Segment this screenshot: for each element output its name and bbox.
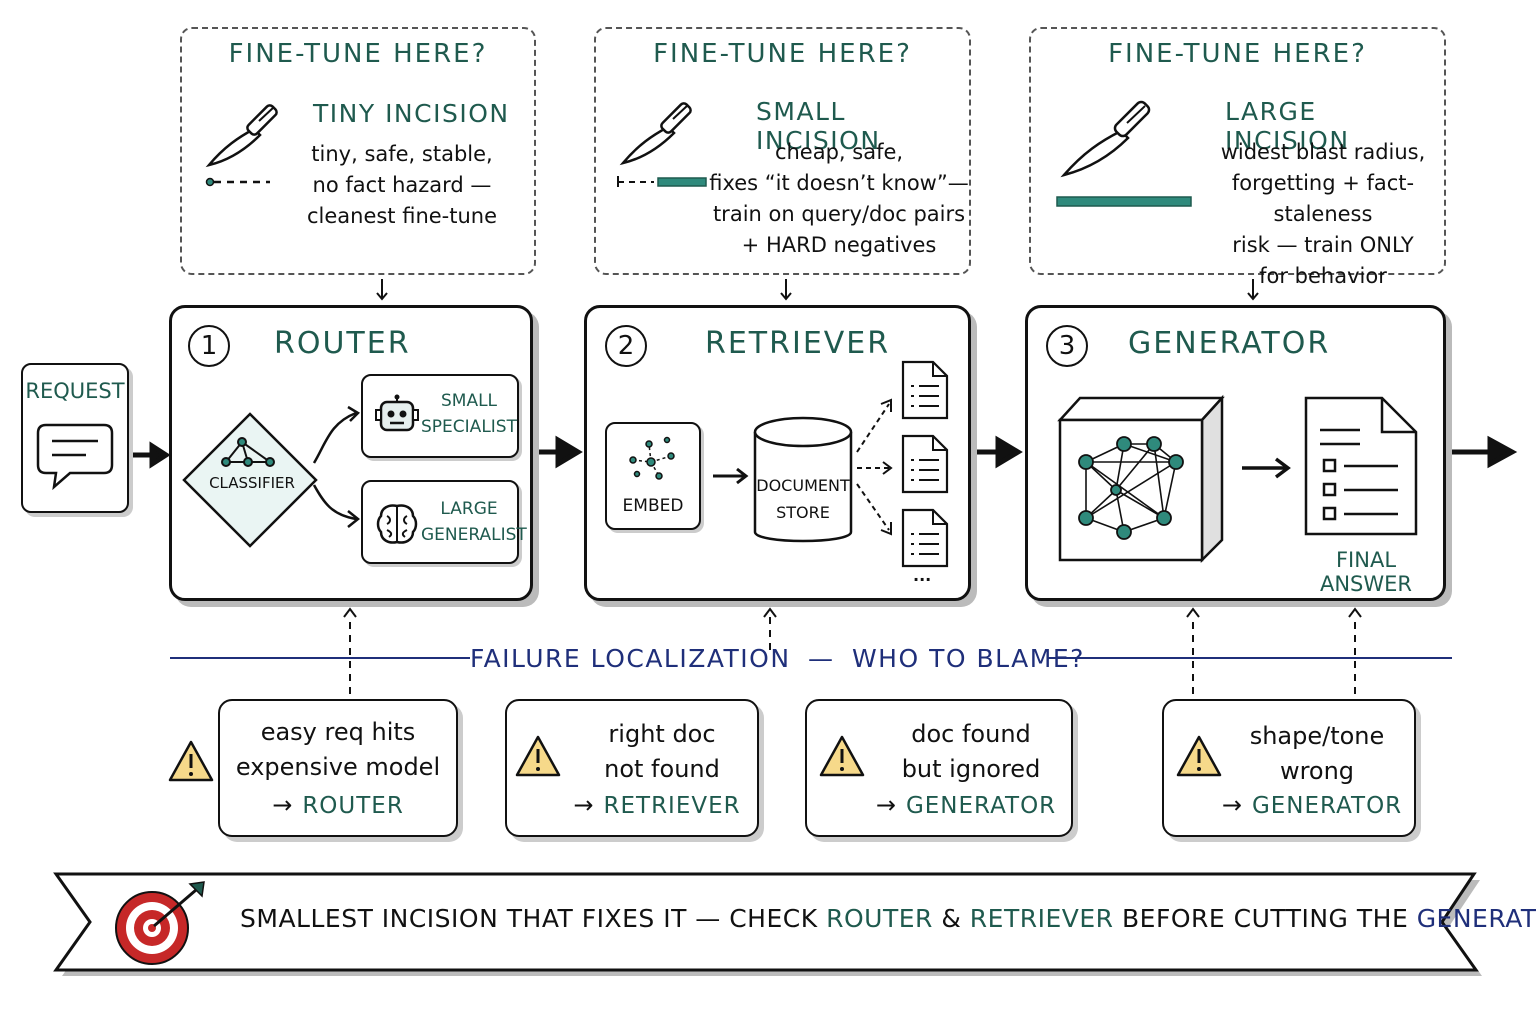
finetune-heading: FINE-TUNE HERE? (228, 39, 488, 69)
brain-icon (376, 504, 418, 544)
scalpel-icon (619, 102, 692, 166)
banner-router: ROUTER (826, 904, 933, 933)
failure-blame: →ROUTER (272, 791, 404, 819)
final-answer-document-icon (1304, 396, 1418, 536)
large-incision-icon (1056, 196, 1192, 207)
warning-icon (1176, 735, 1222, 777)
finetune-description: cheap, safe,fixes “it doesn’t know”—trai… (709, 140, 969, 257)
banner-retriever: RETRIEVER (969, 904, 1114, 933)
failure-blame: →GENERATOR (875, 791, 1057, 819)
incision-label: TINY INCISION (313, 99, 510, 128)
model-cube (1057, 394, 1225, 564)
embedding-scatter-icon (629, 436, 675, 480)
scalpel-icon (1060, 100, 1151, 178)
banner-generator: GENERATOR (1416, 904, 1536, 933)
warning-icon (819, 735, 865, 777)
stage-title: ROUTER (274, 326, 411, 361)
scalpel-icon (205, 104, 278, 168)
store-to-docs-arrows (856, 398, 893, 536)
document-icon (901, 508, 949, 568)
classifier-label: CLASSIFIER (209, 474, 295, 492)
failure-blame: →RETRIEVER (573, 791, 741, 819)
final-answer-label: FINAL ANSWER (1319, 548, 1413, 596)
document-icon (901, 434, 949, 494)
finetune-heading: FINE-TUNE HERE? (653, 39, 912, 69)
finetune-box-generator: FINE-TUNE HERE? LARGE INCISION widest bl… (1029, 27, 1446, 288)
stage-title: GENERATOR (1128, 326, 1331, 361)
classifier-diamond (182, 412, 318, 548)
embed-label: EMBED (622, 496, 684, 516)
embed-to-store-arrow (713, 467, 749, 485)
failure-localization-heading: FAILURE LOCALIZATION — WHO TO BLAME? (470, 644, 1083, 673)
failure-blame: →GENERATOR (1221, 791, 1403, 819)
request-box: REQUEST (21, 363, 129, 513)
finetune-description: tiny, safe, stable,no fact hazard —clean… (306, 142, 498, 228)
finetune-down-arrows (376, 279, 1259, 301)
banner-amp: & (941, 904, 962, 933)
robot-icon (375, 394, 419, 432)
warning-icon (168, 740, 214, 782)
request-label: REQUEST (25, 379, 125, 403)
stage-number: 1 (188, 325, 230, 367)
stage-title: RETRIEVER (705, 326, 891, 361)
small-incision-icon (617, 176, 707, 187)
warning-icon (515, 735, 561, 777)
generator-stage: 3 GENERATOR FINAL ANSWER (1025, 305, 1446, 601)
failure-heading-dash: — (808, 644, 835, 673)
incision-label: SMALL INCISION (756, 97, 881, 155)
target-icon (115, 881, 205, 965)
chat-bubble-icon (36, 423, 114, 491)
stage-number: 2 (605, 325, 647, 367)
tiny-incision-icon (205, 177, 270, 187)
classifier-branch-arrows (312, 405, 361, 528)
incision-label: LARGE INCISION (1225, 97, 1350, 155)
finetune-description: widest blast radius,forgetting + fact-st… (1220, 140, 1426, 288)
banner-part1: SMALLEST INCISION THAT FIXES IT — CHECK (240, 904, 818, 933)
failure-heading-right: WHO TO BLAME? (851, 644, 1085, 673)
finetune-heading: FINE-TUNE HERE? (1108, 39, 1367, 69)
banner-text: SMALLEST INCISION THAT FIXES IT — CHECK … (240, 904, 1536, 933)
cube-to-answer-arrow (1242, 457, 1291, 479)
network-icon (221, 437, 275, 467)
failure-heading-left: FAILURE LOCALIZATION (470, 644, 791, 673)
stage-number: 3 (1046, 325, 1088, 367)
banner-part2: BEFORE CUTTING THE (1122, 904, 1409, 933)
finetune-box-retriever: FINE-TUNE HERE? SMALL INCISION cheap, sa… (594, 27, 971, 275)
embed-box: EMBED (605, 422, 701, 530)
document-icon (901, 360, 949, 420)
document-store-cylinder (753, 416, 853, 543)
banner-ribbon (53, 872, 1482, 976)
more-documents-ellipsis: ... (913, 566, 932, 585)
finetune-box-router: FINE-TUNE HERE? TINY INCISION tiny, safe… (180, 27, 536, 275)
